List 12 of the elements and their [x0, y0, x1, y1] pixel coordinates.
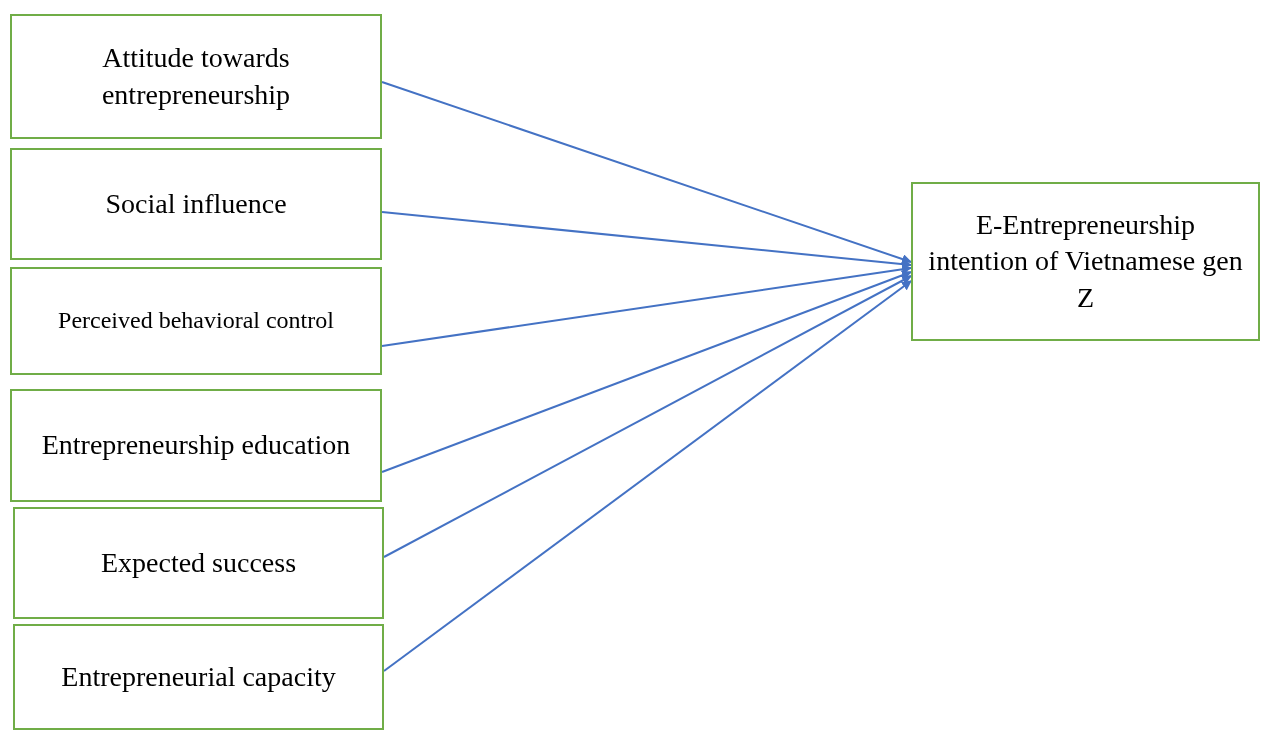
factor-box: E-Entrepreneurship intention of Vietnamese gen Z	[911, 182, 1260, 341]
factor-box: Expected success	[13, 507, 384, 619]
arrow	[381, 81, 912, 264]
arrow	[381, 270, 912, 473]
factor-box: Perceived behavioral control	[10, 267, 382, 375]
arrow	[383, 275, 912, 558]
arrow	[383, 280, 912, 672]
factor-box: Attitude towards entrepreneurship	[10, 14, 382, 139]
factor-box: Entrepreneurial capacity	[13, 624, 384, 730]
factor-box: Entrepreneurship education	[10, 389, 382, 502]
factor-box: Social influence	[10, 148, 382, 260]
arrow	[381, 264, 912, 347]
